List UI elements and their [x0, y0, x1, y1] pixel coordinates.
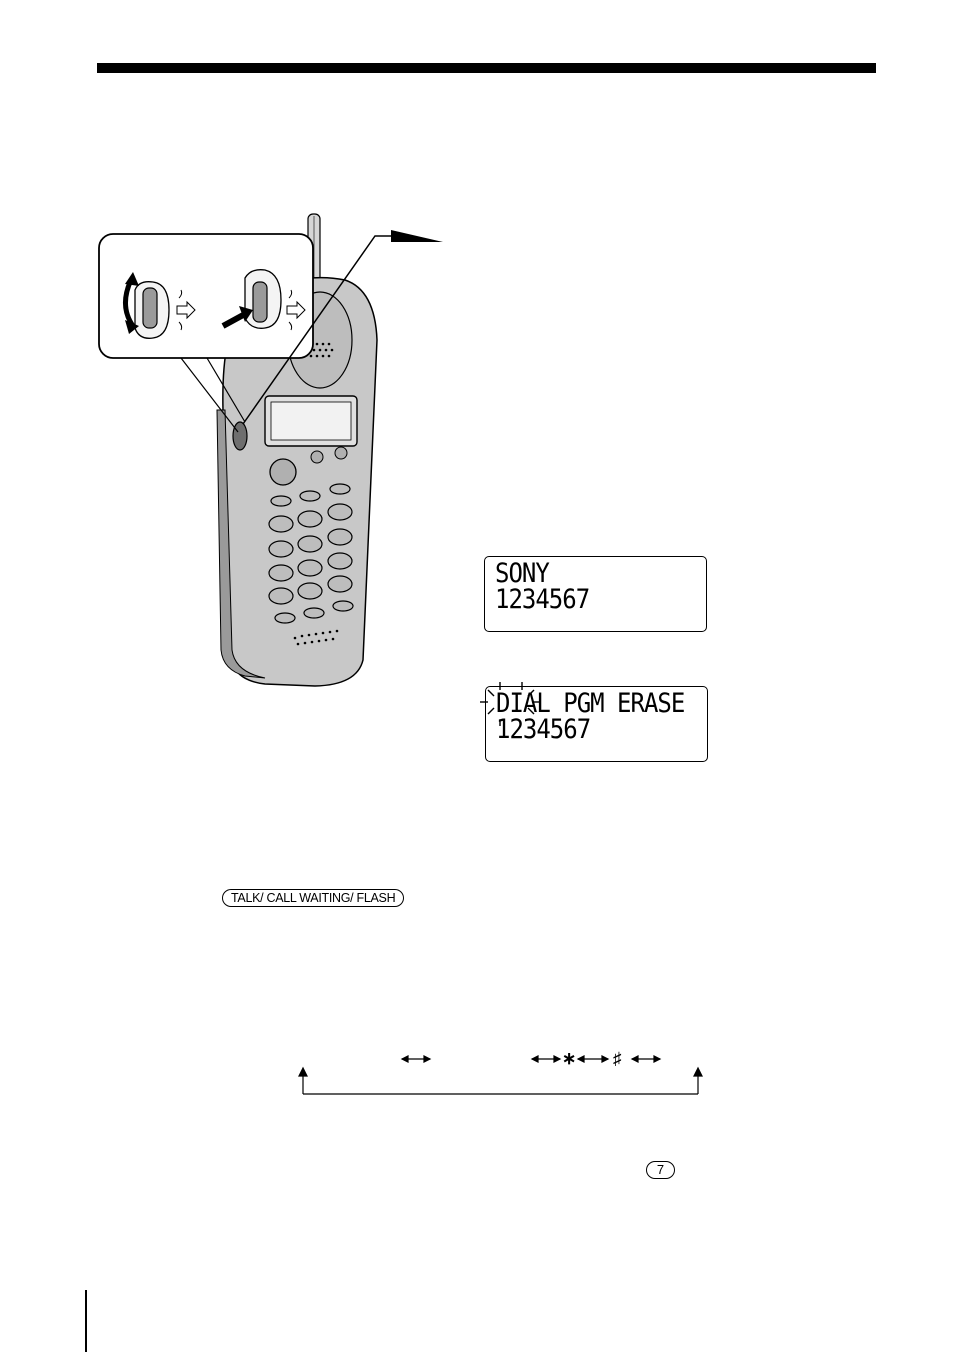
- lcd-line-2: 1234567: [495, 583, 590, 615]
- blink-indicator: [480, 682, 540, 726]
- handset-illustration: [98, 213, 443, 687]
- lcd-line-1: SONY: [495, 557, 550, 589]
- key-seven: 7: [646, 1161, 675, 1179]
- hash-symbol: ♯: [613, 1049, 622, 1068]
- cycle-arrow-icon: [298, 1055, 703, 1095]
- page-margin-rule: [85, 1290, 87, 1352]
- talk-call-waiting-flash-key: TALK/ CALL WAITING/ FLASH: [222, 889, 405, 907]
- header-rule: [97, 63, 876, 73]
- lcd-display-1: SONY 1234567: [484, 556, 707, 632]
- lcd-display-2: DIAL PGM ERASE 1234567: [485, 686, 708, 762]
- lcd-line-1: DIAL PGM ERASE: [496, 687, 685, 719]
- lcd-line-2: 1234567: [496, 713, 591, 745]
- star-symbol: ∗: [562, 1049, 577, 1068]
